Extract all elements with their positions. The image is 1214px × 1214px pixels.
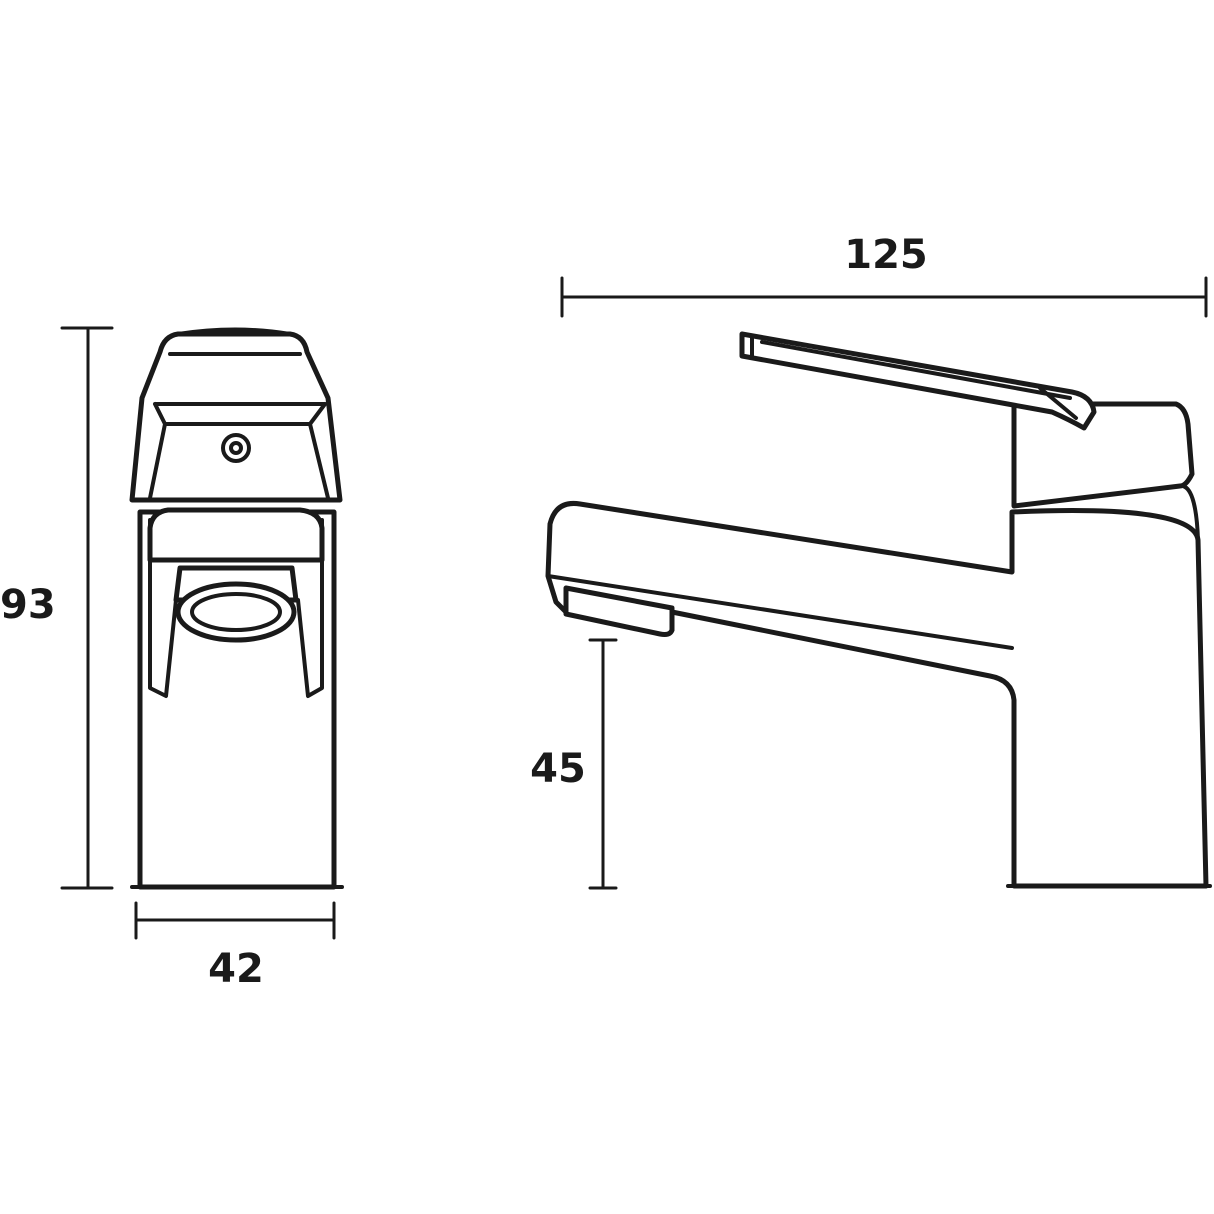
- side-lever-shade: [1012, 484, 1200, 542]
- front-spout-collar: [147, 507, 325, 563]
- dimension-spout-height: 45: [530, 638, 618, 890]
- front-aerator-inner: [190, 592, 282, 632]
- dimension-length-side: 125: [560, 232, 1208, 318]
- front-screw-inner: [229, 441, 243, 455]
- front-lever-cap: [168, 327, 302, 356]
- dimension-125-label: 125: [844, 232, 928, 278]
- dimension-45-label: 45: [530, 746, 586, 792]
- side-body: [545, 500, 1209, 889]
- side-lever-handle: [739, 331, 1097, 431]
- front-screw-icon: [221, 433, 251, 463]
- side-view: [545, 331, 1212, 889]
- front-lever-head: [129, 331, 343, 503]
- side-aerator: [563, 585, 675, 637]
- side-spout-top: [546, 574, 1014, 650]
- front-view: [129, 327, 344, 890]
- front-spout-arms: [148, 518, 324, 698]
- side-lever-block: [1011, 401, 1195, 509]
- dimension-42-label: 42: [208, 946, 264, 992]
- front-lever-facets: [148, 402, 330, 500]
- dimension-width-front: 42: [134, 901, 336, 992]
- side-lever-handle-detail: [750, 336, 1078, 420]
- dimension-height-total: 93: [0, 326, 114, 890]
- dimension-93-label: 93: [0, 582, 56, 628]
